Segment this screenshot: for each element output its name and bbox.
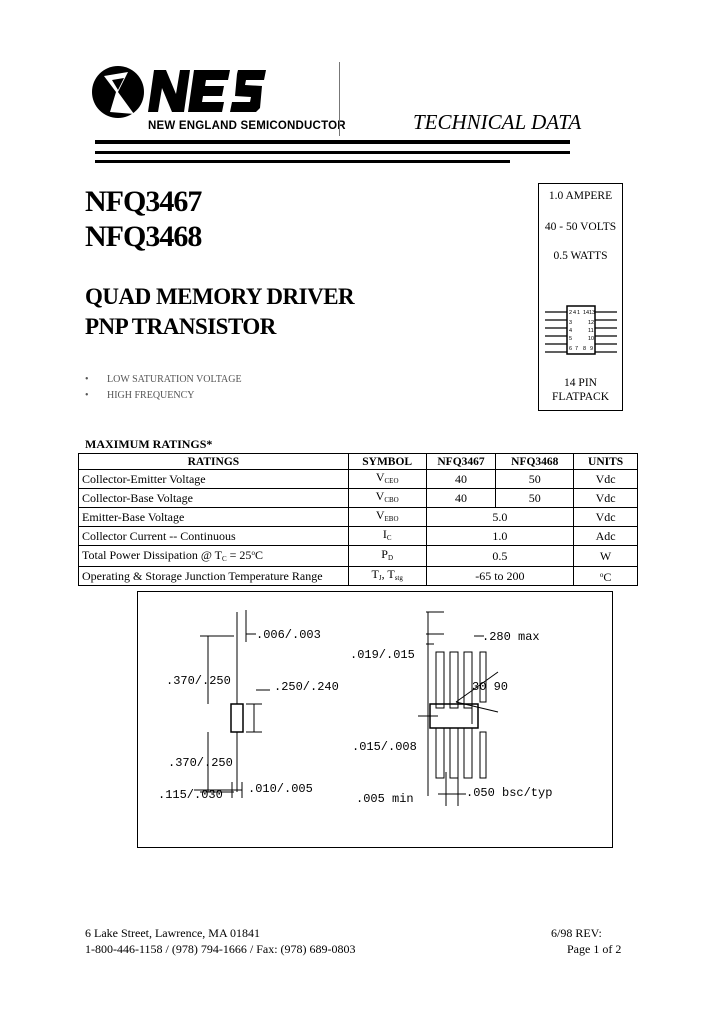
company-logo (90, 62, 340, 140)
table-row: Total Power Dissipation @ TC = 25oC PD 0… (78, 545, 638, 567)
dimension-label: .115/.030 (158, 788, 223, 802)
header-rule-1 (95, 140, 570, 144)
spec-package-2: FLATPACK (551, 391, 610, 403)
unit-cell: Vdc (573, 488, 638, 508)
dimension-label: 30 90 (472, 680, 508, 694)
pin-label: 14 (583, 310, 589, 316)
pin-label: 11 (588, 328, 594, 334)
table-row: Emitter-Base Voltage VEBO 5.0 Vdc (78, 507, 638, 527)
footer-phone: 1-800-446-1158 / (978) 794-1666 / Fax: (… (85, 942, 356, 956)
unit-cell: Vdc (573, 469, 638, 489)
dimension-label: .370/.250 (166, 674, 231, 688)
symbol-cell: TJ, Tstg (347, 566, 427, 586)
header-divider (339, 62, 340, 136)
dimension-label: .280 max (482, 630, 540, 644)
rating-cell: Collector-Emitter Voltage (78, 469, 349, 489)
pin-label: 5 (569, 336, 572, 342)
value-cell: 5.0 (425, 507, 575, 527)
package-outline-drawing: .006/.003 .370/.250 .250/.240 .370/.250 … (137, 591, 613, 848)
value-cell: 50 (495, 469, 575, 489)
rating-cell: Collector-Base Voltage (78, 488, 349, 508)
pin-label: 3 (569, 320, 572, 326)
doc-type-title: TECHNICAL DATA (413, 110, 582, 134)
pin-label: 4 (573, 310, 576, 316)
dimension-label: .019/.015 (350, 648, 415, 662)
symbol-cell: VEBO (347, 507, 427, 527)
value-cell: -65 to 200 (425, 566, 575, 586)
rating-cell: Total Power Dissipation @ TC = 25oC (78, 545, 349, 567)
spec-power: 0.5 WATTS (553, 250, 608, 262)
part-number-1: NFQ3467 (85, 185, 202, 218)
dimension-label: .250/.240 (274, 680, 339, 694)
dimension-label: .050 bsc/typ (466, 786, 552, 800)
value-cell: 1.0 (425, 526, 575, 546)
value-cell: 50 (495, 488, 575, 508)
part-number-2: NFQ3468 (85, 220, 202, 253)
footer-date-rev: 6/98 REV: (551, 926, 602, 940)
value-cell: 40 (425, 488, 497, 508)
value-cell: 0.5 (425, 545, 575, 567)
pin-label: 10 (588, 336, 594, 342)
symbol-cell: IC (347, 526, 427, 546)
dimension-label: .015/.008 (352, 740, 417, 754)
max-ratings-label: MAXIMUM RATINGS* (85, 437, 213, 451)
dimension-label: .010/.005 (248, 782, 313, 796)
flatpack-package-icon: 2 4 1 14 13 3 4 5 12 11 10 6 7 8 9 (545, 305, 617, 355)
feature-item: •LOW SATURATION VOLTAGE (85, 374, 242, 385)
spec-voltage: 40 - 50 VOLTS (544, 221, 617, 233)
unit-cell: Adc (573, 526, 638, 546)
header-rule-3 (95, 160, 510, 163)
dimension-label: .370/.250 (168, 756, 233, 770)
value-cell: 40 (425, 469, 497, 489)
rating-cell: Emitter-Base Voltage (78, 507, 349, 527)
table-row: Collector-Emitter Voltage VCEO 40 50 Vdc (78, 469, 638, 489)
device-title-1: QUAD MEMORY DRIVER (85, 284, 355, 309)
pin-label: 9 (590, 346, 593, 352)
pin-label: 8 (583, 346, 586, 352)
unit-cell: oC (573, 566, 638, 586)
footer-address: 6 Lake Street, Lawrence, MA 01841 (85, 926, 260, 940)
feature-item: •HIGH FREQUENCY (85, 390, 195, 401)
company-name: NEW ENGLAND SEMICONDUCTOR (148, 120, 346, 132)
dimension-label: .005 min (356, 792, 414, 806)
pin-label: 1 (577, 310, 580, 316)
table-row: Collector Current -- Continuous IC 1.0 A… (78, 526, 638, 546)
pin-label: 6 (569, 346, 572, 352)
rating-cell: Operating & Storage Junction Temperature… (78, 566, 349, 586)
col-header: NFQ3468 (495, 453, 575, 470)
max-ratings-table: RATINGS SYMBOL NFQ3467 NFQ3468 UNITS Col… (78, 453, 638, 586)
device-title-2: PNP TRANSISTOR (85, 314, 276, 339)
symbol-cell: PD (347, 545, 427, 567)
table-header-row: RATINGS SYMBOL NFQ3467 NFQ3468 UNITS (78, 453, 638, 470)
col-header: RATINGS (78, 453, 349, 470)
pin-label: 13 (589, 310, 595, 316)
nes-logo-graphic (92, 66, 266, 118)
pin-label: 2 (569, 310, 572, 316)
unit-cell: W (573, 545, 638, 567)
col-header: SYMBOL (347, 453, 427, 470)
pin-label: 4 (569, 328, 572, 334)
outline-drawing-svg: .006/.003 .370/.250 .250/.240 .370/.250 … (158, 610, 552, 806)
col-header: UNITS (573, 453, 638, 470)
pin-label: 12 (588, 320, 594, 326)
rating-cell: Collector Current -- Continuous (78, 526, 349, 546)
spec-current: 1.0 AMPERE (548, 190, 613, 202)
symbol-cell: VCEO (347, 469, 427, 489)
pin-label: 7 (575, 346, 578, 352)
spec-package-1: 14 PIN (564, 377, 597, 389)
col-header: NFQ3467 (425, 453, 497, 470)
table-row: Collector-Base Voltage VCBO 40 50 Vdc (78, 488, 638, 508)
symbol-cell: VCBO (347, 488, 427, 508)
dimension-label: .006/.003 (256, 628, 321, 642)
unit-cell: Vdc (573, 507, 638, 527)
table-row: Operating & Storage Junction Temperature… (78, 566, 638, 586)
spec-box: 1.0 AMPERE 40 - 50 VOLTS 0.5 WATTS 2 4 1… (538, 183, 623, 411)
header-rule-2 (95, 151, 570, 154)
footer-page-number: Page 1 of 2 (567, 942, 622, 956)
